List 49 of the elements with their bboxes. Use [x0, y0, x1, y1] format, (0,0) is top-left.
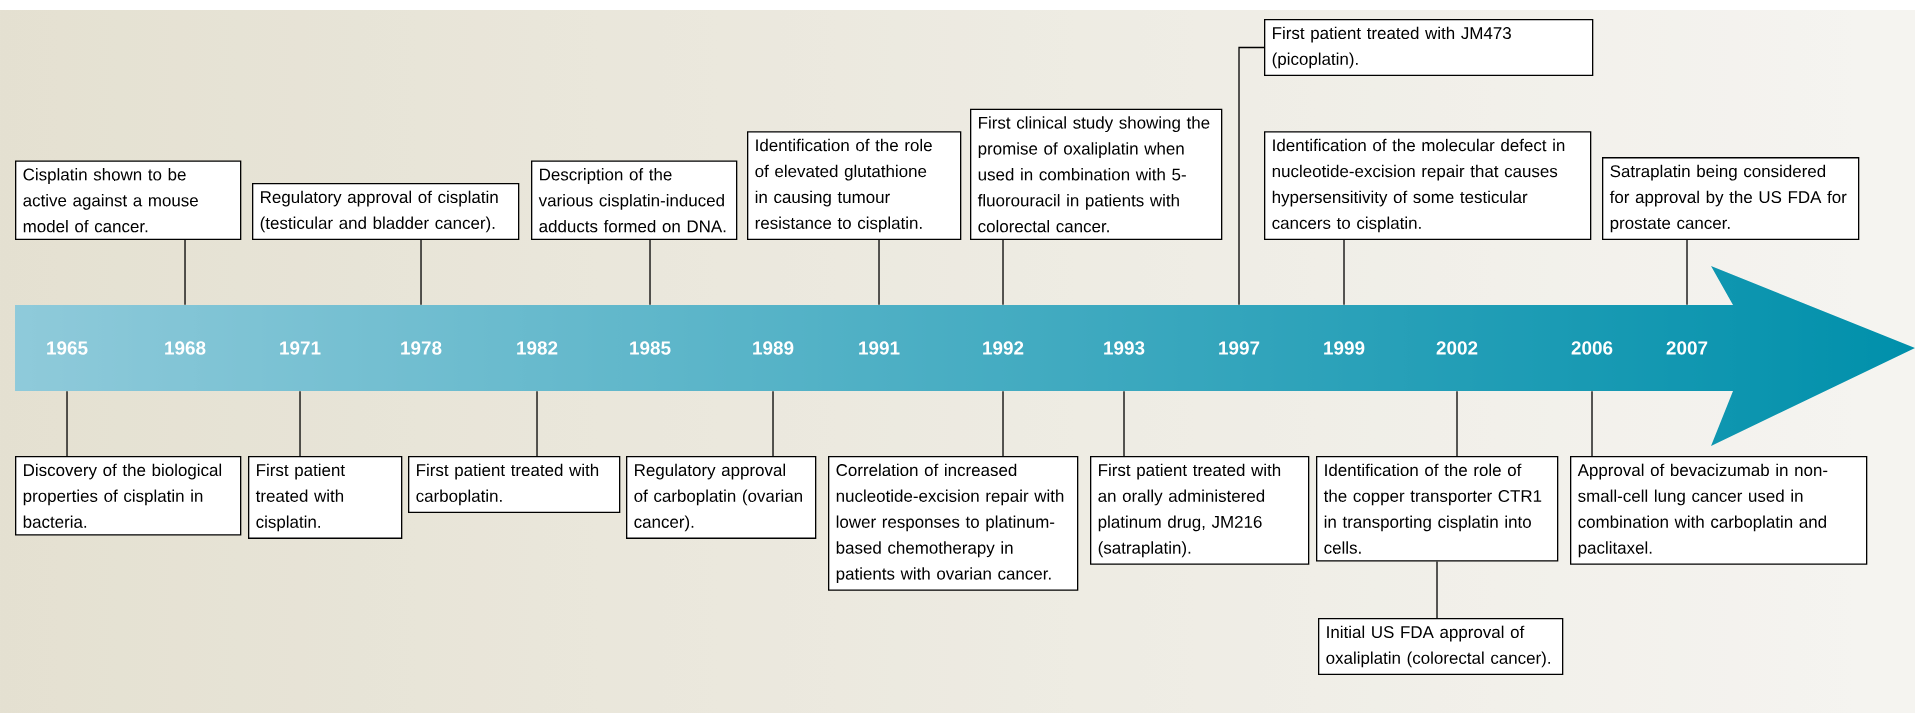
leader-line — [1123, 390, 1125, 457]
year-label: 2006 — [1571, 341, 1613, 355]
year-label: 1992 — [983, 341, 1024, 355]
leader-line — [1456, 390, 1458, 457]
leader-line — [536, 390, 538, 457]
year-label: 1985 — [630, 341, 671, 355]
leader-line — [184, 239, 186, 306]
event-box: Identification of the role of elevated glutathione in causing tumour resistance to cisplatin. — [747, 131, 962, 240]
event-box: Correlation of increased nucleotide-excision repair with lower responses to platinum-based chemotherapy in patients with ovarian cancer. — [828, 456, 1079, 591]
year-label: 1997 — [1219, 341, 1260, 355]
event-box: Identification of the role of the copper transporter CTR1 in transporting cisplatin into cells. — [1316, 456, 1559, 562]
event-box: Regulatory approval of cisplatin (testicular and bladder cancer). — [252, 183, 520, 240]
event-box: Approval of bevacizumab in non-small-cell lung cancer used in combination with carboplatin and paclitaxel. — [1570, 456, 1868, 565]
event-box: First clinical study showing the promise of oxaliplatin when used in combination with 5-fluorouracil in patients with colorectal cancer. — [970, 108, 1223, 240]
year-label: 1993 — [1104, 341, 1145, 355]
year-label: 1982 — [517, 341, 558, 355]
event-box: First patient treated with JM473 (picoplatin). — [1264, 19, 1594, 76]
event-box: First patient treated with carboplatin. — [408, 456, 621, 513]
leader-line — [1002, 390, 1004, 457]
event-box: Identification of the molecular defect in nucleotide-excision repair that causes hypersensitivity of some testicular cancers to cisplatin. — [1264, 131, 1592, 240]
leader-line — [649, 239, 651, 306]
leader-line — [1591, 390, 1593, 457]
leader-line — [66, 390, 68, 457]
year-label: 1989 — [753, 341, 794, 355]
year-label: 2002 — [1436, 341, 1478, 355]
event-box: Cisplatin shown to be active against a mouse model of cancer. — [15, 160, 242, 240]
year-label: 1978 — [401, 341, 442, 355]
event-box: First patient treated with cisplatin. — [248, 456, 403, 539]
event-box: Description of the various cisplatin-induced adducts formed on DNA. — [531, 160, 738, 240]
year-label: 1999 — [1324, 341, 1365, 355]
leader-line — [878, 239, 880, 306]
event-box: Discovery of the biological properties of cisplatin in bacteria. — [15, 456, 242, 536]
event-box: First patient treated with an orally administered platinum drug, JM216 (satraplatin). — [1090, 456, 1310, 565]
leader-line — [1002, 239, 1004, 306]
year-label: 1965 — [47, 341, 88, 355]
leader-line — [772, 390, 774, 457]
leader-line — [1238, 46, 1265, 306]
event-box: Initial US FDA approval of oxaliplatin (colorectal cancer). — [1318, 618, 1564, 675]
leader-line — [1343, 239, 1345, 306]
leader-line — [299, 390, 301, 457]
year-label: 1991 — [859, 341, 900, 355]
leader-line — [420, 239, 422, 306]
year-label: 1968 — [165, 341, 206, 355]
leader-line — [1686, 239, 1688, 306]
event-box: Satraplatin being considered for approval by the US FDA for prostate cancer. — [1602, 157, 1860, 240]
year-label: 1971 — [280, 341, 321, 355]
leader-line — [1436, 560, 1438, 619]
year-label: 2007 — [1666, 341, 1708, 355]
event-box: Regulatory approval of carboplatin (ovarian cancer). — [626, 456, 817, 539]
